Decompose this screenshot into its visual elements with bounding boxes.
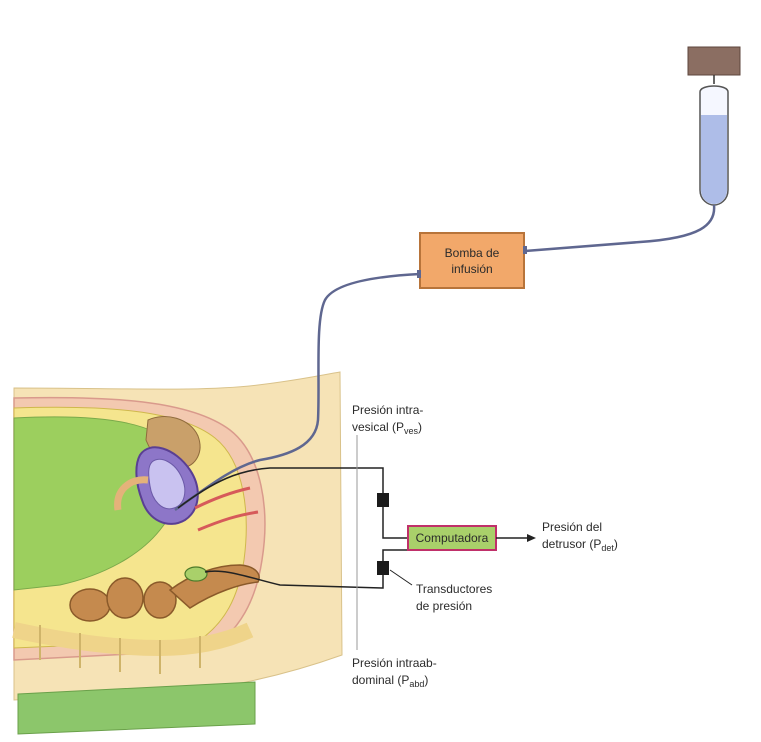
output-arrowhead: [527, 534, 536, 542]
rectal-balloon: [185, 567, 207, 581]
label-transducers-line1: Transductores: [416, 582, 492, 596]
transducer-abdominal: [377, 561, 389, 575]
pelvis-anatomy: [14, 372, 342, 700]
label-pabd-line2: dominal (Pabd): [352, 673, 428, 689]
pump-label-line1: Bomba de: [445, 246, 500, 260]
computer-label: Computadora: [416, 531, 489, 545]
bag-fluid: [701, 115, 727, 204]
label-transducers-line2: de presión: [416, 599, 472, 613]
transducer-pointer: [390, 570, 412, 585]
label-pabd-line1: Presión intraab-: [352, 656, 437, 670]
fluid-bag: [688, 47, 740, 205]
computer: Computadora: [408, 526, 496, 550]
label-pves-line2: vesical (Pves): [352, 420, 422, 436]
label-pves-line1: Presión intra-: [352, 403, 423, 417]
label-pdet-line2: detrusor (Pdet): [542, 537, 618, 553]
label-pdet-line1: Presión del: [542, 520, 602, 534]
pump-label-line2: infusión: [451, 262, 492, 276]
infusion-pump: Bomba de infusión: [417, 233, 527, 288]
transducer-vesical: [377, 493, 389, 507]
bag-hanger: [688, 47, 740, 75]
infusion-tube-bag-to-pump: [525, 205, 714, 251]
